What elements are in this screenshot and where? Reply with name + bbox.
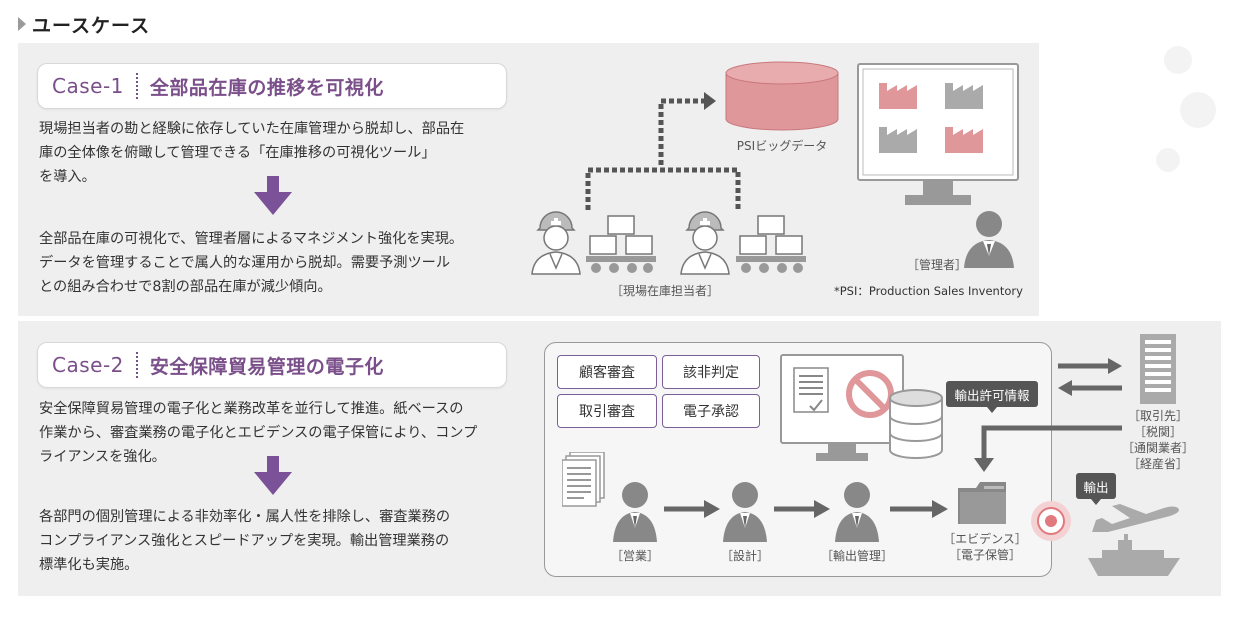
case1-before-text: 現場担当者の勘と経験に依存していた在庫管理から脱却し、部品在 庫の全体像を俯瞰し… [39, 117, 509, 189]
manager-label: ［管理者］ [906, 258, 967, 272]
flow-arrow-icon [774, 500, 830, 518]
text-line: 現場担当者の勘と経験に依存していた在庫管理から脱却し、部品在 [39, 121, 465, 137]
case1-after-text: 全部品在庫の可視化で、管理者層によるマネジメント強化を実現。 データを管理するこ… [39, 227, 509, 299]
role-label-export-control: ［輸出管理］ [820, 549, 893, 563]
case1-diagram-lines [585, 92, 741, 210]
site-staff-label: ［現場在庫担当者］ [610, 284, 719, 298]
down-arrow-icon [254, 456, 292, 495]
permit-flow-arrow [974, 425, 1122, 472]
text-line: 標準化も実施。 [39, 557, 139, 573]
export-callout: 輸出 [1076, 473, 1116, 505]
text-line: 安全保障貿易管理の電子化と業務改革を並行して推進。紙ベースの [39, 401, 464, 417]
exchange-arrows-icon [1058, 358, 1122, 396]
factory-icons [879, 83, 983, 153]
case2-number: Case-2 [52, 353, 124, 377]
manager-icon [964, 211, 1014, 268]
tag-classification: 該非判定 [662, 355, 760, 389]
document-icon [793, 367, 829, 413]
computer-system-icon [780, 354, 943, 461]
text-line: データを管理することで属人的な運用から脱却。需要予測ツール [39, 255, 451, 271]
case1-header: Case-1 全部品在庫の推移を可視化 [37, 63, 507, 109]
database-icon [725, 61, 839, 131]
partners-label: ［取引先］ ［税関］ ［通関業者］ ［経産省］ [1120, 408, 1196, 472]
tag-customer-review: 顧客審査 [557, 355, 657, 389]
evidence-line: ［電子保管］ [948, 548, 1021, 562]
role-label-sales: ［営業］ [610, 549, 659, 563]
site-worker-icon [680, 211, 730, 275]
text-line: 各部門の個別管理による非効率化・属人性を排除し、審査業務の [39, 509, 451, 525]
person-export-control-icon [835, 482, 879, 542]
conveyor-icon [736, 215, 806, 273]
person-sales-icon [613, 482, 657, 542]
evidence-line: ［エビデンス］ [943, 532, 1027, 546]
text-line: 庫の全体像を俯瞰して管理できる「在庫推移の可視化ツール」 [39, 145, 436, 161]
db-label: PSIビッグデータ [736, 139, 828, 153]
case2-before-text: 安全保障貿易管理の電子化と業務改革を並行して推進。紙ベースの 作業から、審査業務… [39, 397, 509, 469]
role-label-design: ［設計］ [720, 549, 769, 563]
text-line: を導入。 [39, 169, 96, 185]
section-header: ユースケース [18, 10, 150, 38]
tag-transaction-review: 取引審査 [557, 394, 657, 428]
partner-item: ［取引先］ [1127, 409, 1188, 423]
evidence-label: ［エビデンス］ ［電子保管］ [940, 531, 1030, 563]
down-arrow-icon [254, 176, 292, 215]
site-worker-icon [531, 211, 581, 275]
psi-footnote: *PSI：Production Sales Inventory [834, 284, 1023, 298]
text-line: 全部品在庫の可視化で、管理者層によるマネジメント強化を実現。 [39, 231, 464, 247]
text-line: との組み合わせで8割の部品在庫が減少傾向。 [39, 279, 332, 295]
paper-stack-icon [562, 452, 605, 507]
text-line: コンプライアンス強化とスピードアップを実現。輸出管理業務の [39, 533, 450, 549]
case1-divider [135, 73, 138, 99]
flow-arrow-icon [890, 500, 948, 518]
building-icon [1140, 334, 1176, 404]
partner-item: ［税関］ [1133, 425, 1182, 439]
text-line: ライアンスを強化。 [39, 449, 166, 465]
case1-title: 全部品在庫の推移を可視化 [149, 76, 384, 99]
case1-number: Case-1 [52, 74, 124, 98]
monitor-icon [857, 63, 1019, 205]
airplane-icon [1092, 504, 1179, 532]
section-title: ユースケース [32, 14, 151, 37]
person-design-icon [723, 482, 767, 542]
case2-divider [135, 352, 138, 378]
case2-after-text: 各部門の個別管理による非効率化・属人性を排除し、審査業務の コンプライアンス強化… [39, 505, 509, 577]
case2-header: Case-2 安全保障貿易管理の電子化 [37, 342, 507, 388]
ship-icon [1088, 534, 1180, 576]
decorative-watermark [1156, 46, 1216, 172]
case2-title: 安全保障貿易管理の電子化 [149, 355, 384, 378]
tag-e-approval: 電子承認 [662, 394, 760, 428]
triangle-marker-icon [18, 17, 26, 31]
partner-item: ［経産省］ [1127, 457, 1188, 471]
prohibited-icon [846, 370, 894, 418]
export-permit-callout: 輸出許可情報 [946, 381, 1038, 413]
folder-icon [958, 482, 1006, 524]
text-line: 作業から、審査業務の電子化とエビデンスの電子保管により、コンプ [39, 425, 478, 441]
flow-arrow-icon [664, 500, 720, 518]
partner-item: ［通関業者］ [1121, 441, 1194, 455]
conveyor-icon [586, 215, 656, 273]
target-icon [1031, 501, 1071, 541]
server-db-icon [889, 389, 943, 459]
